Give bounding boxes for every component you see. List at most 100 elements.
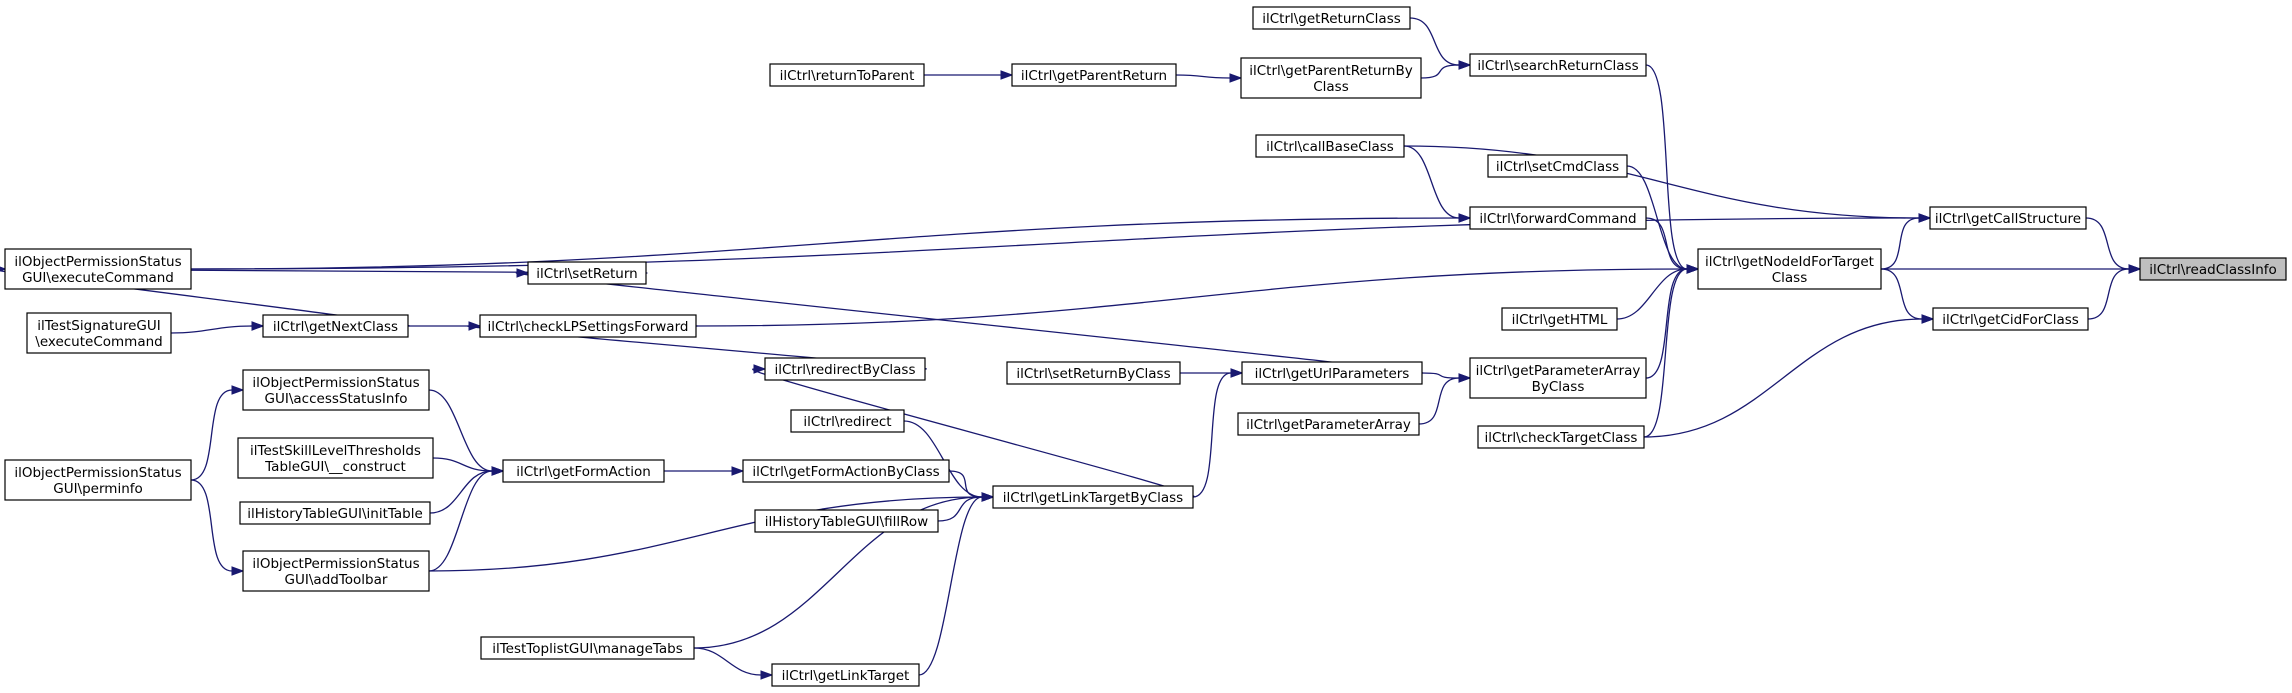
node-historyFillRow[interactable]: ilHistoryTableGUI\fillRow: [754, 509, 939, 533]
node-label: ByClass: [1532, 379, 1585, 395]
node-getUrlParameters[interactable]: ilCtrl\getUrlParameters: [1241, 361, 1423, 385]
node-readClassInfo[interactable]: ilCtrl\readClassInfo: [2139, 257, 2287, 281]
edge-line: [1418, 377, 1460, 425]
node-manageTabs[interactable]: ilTestToplistGUI\manageTabs: [480, 636, 695, 660]
node-historyInitTable[interactable]: ilHistoryTableGUI\initTable: [239, 501, 431, 525]
node-label: ilHistoryTableGUI\fillRow: [765, 514, 928, 530]
node-label: ilCtrl\setCmdClass: [1496, 159, 1619, 175]
edge-forwardCommand-to-getNodeIdForTargetClass: [1645, 217, 1700, 274]
node-box: [2139, 257, 2287, 281]
node-getParameterArray[interactable]: ilCtrl\getParameterArray: [1237, 412, 1420, 436]
node-checkLPSettingsForward[interactable]: ilCtrl\checkLPSettingsForward: [479, 314, 697, 338]
node-returnToParent[interactable]: ilCtrl\returnToParent: [769, 63, 925, 87]
edge-checkTargetClass-to-getCidForClass: [1643, 314, 1935, 438]
edge-line: [432, 457, 493, 472]
node-getNextClass[interactable]: ilCtrl\getNextClass: [262, 314, 409, 338]
node-box: [1241, 361, 1423, 385]
node-label: TableGUI\__construct: [264, 459, 406, 475]
node-getParentReturn[interactable]: ilCtrl\getParentReturn: [1011, 63, 1177, 87]
edge-manageTabs-to-getLinkTarget: [693, 647, 774, 680]
edge-arrowhead: [731, 466, 745, 476]
edge-arrowhead: [251, 321, 265, 331]
node-label: ilCtrl\redirect: [803, 414, 891, 430]
edge-line: [190, 389, 233, 481]
node-label: ilCtrl\getFormActionByClass: [752, 464, 939, 480]
node-label: \executeCommand: [35, 334, 162, 350]
node-redirectByClass[interactable]: ilCtrl\redirectByClass: [764, 357, 926, 381]
node-box: [1697, 248, 1882, 290]
edge-accessStatusInfo-to-getFormAction: [428, 389, 505, 476]
node-getFormAction[interactable]: ilCtrl\getFormAction: [502, 459, 665, 483]
node-setCmdClass[interactable]: ilCtrl\setCmdClass: [1487, 154, 1628, 178]
node-getHTML[interactable]: ilCtrl\getHTML: [1501, 307, 1618, 331]
edge-line: [190, 217, 1460, 270]
node-label: GUI\perminfo: [53, 481, 143, 497]
edge-line: [1192, 372, 1232, 498]
node-box: [754, 509, 939, 533]
edge-checkTargetClass-to-getNodeIdForTargetClass: [1643, 264, 1700, 438]
edge-searchReturnClass-to-getNodeIdForTargetClass: [1645, 64, 1700, 274]
node-label: ilCtrl\checkTargetClass: [1485, 430, 1638, 446]
node-getCidForClass[interactable]: ilCtrl\getCidForClass: [1932, 307, 2089, 331]
edge-getParentReturnByClass-to-searchReturnClass: [1420, 60, 1472, 79]
node-label: ilCtrl\getHTML: [1512, 312, 1608, 328]
node-accessStatusInfo[interactable]: ilObjectPermissionStatusGUI\accessStatus…: [242, 369, 430, 411]
node-box: [1255, 134, 1405, 158]
node-searchReturnClass[interactable]: ilCtrl\searchReturnClass: [1469, 53, 1647, 77]
node-objPermExecuteCommand[interactable]: ilObjectPermissionStatusGUI\executeComma…: [4, 248, 192, 290]
edge-line: [170, 325, 253, 334]
edge-line: [190, 479, 233, 572]
node-label: Class: [1772, 270, 1808, 286]
edge-callBaseClass-to-forwardCommand: [1403, 145, 1472, 223]
node-skillConstruct[interactable]: ilTestSkillLevelThresholdsTableGUI\__con…: [237, 437, 434, 479]
node-box: [480, 636, 695, 660]
node-redirect[interactable]: ilCtrl\redirect: [790, 409, 905, 433]
node-getFormActionByClass[interactable]: ilCtrl\getFormActionByClass: [742, 459, 950, 483]
node-getLinkTargetByClass[interactable]: ilCtrl\getLinkTargetByClass: [992, 485, 1194, 509]
node-box: [764, 357, 926, 381]
node-label: ilCtrl\searchReturnClass: [1477, 58, 1638, 74]
node-box: [742, 459, 950, 483]
node-box: [1487, 154, 1628, 178]
node-testSignatureExecuteCommand[interactable]: ilTestSignatureGUI\executeCommand: [26, 312, 172, 354]
node-getCallStructure[interactable]: ilCtrl\getCallStructure: [1929, 206, 2087, 230]
edge-getCidForClass-to-readClassInfo: [2087, 264, 2142, 320]
edge-objPermExecuteCommand-to-forwardCommand: [190, 213, 1472, 270]
node-box: [26, 312, 172, 354]
edge-arrowhead: [760, 670, 774, 680]
node-callBaseClass[interactable]: ilCtrl\callBaseClass: [1255, 134, 1405, 158]
edge-line: [1645, 64, 1688, 270]
edge-arrowhead: [2128, 264, 2142, 274]
node-box: [237, 437, 434, 479]
node-setReturn[interactable]: ilCtrl\setReturn: [527, 261, 647, 285]
node-box: [4, 459, 192, 501]
node-box: [1501, 307, 1618, 331]
edge-line: [1880, 268, 1923, 320]
edge-arrowhead: [1458, 213, 1472, 223]
node-label: ilCtrl\forwardCommand: [1479, 211, 1636, 227]
node-box: [1240, 57, 1422, 99]
node-forwardCommand[interactable]: ilCtrl\forwardCommand: [1469, 206, 1647, 230]
node-box: [1006, 361, 1181, 385]
edge-getCallStructure-to-readClassInfo: [2085, 217, 2142, 274]
node-box: [992, 485, 1194, 509]
edge-arrowhead: [1230, 368, 1244, 378]
edge-arrowhead: [231, 566, 245, 576]
edge-arrowhead: [1458, 373, 1472, 383]
node-checkTargetClass[interactable]: ilCtrl\checkTargetClass: [1477, 425, 1645, 449]
edge-arrowhead: [1458, 60, 1472, 70]
edge-arrowhead: [753, 364, 767, 374]
edge-getLinkTarget-to-getLinkTargetByClass: [918, 492, 995, 676]
edge-line: [1175, 74, 1231, 79]
node-box: [502, 459, 665, 483]
node-setReturnByClass[interactable]: ilCtrl\setReturnByClass: [1006, 361, 1181, 385]
node-getLinkTarget[interactable]: ilCtrl\getLinkTarget: [771, 663, 920, 687]
node-label: ilCtrl\getReturnClass: [1262, 11, 1401, 27]
node-getReturnClass[interactable]: ilCtrl\getReturnClass: [1252, 6, 1411, 30]
